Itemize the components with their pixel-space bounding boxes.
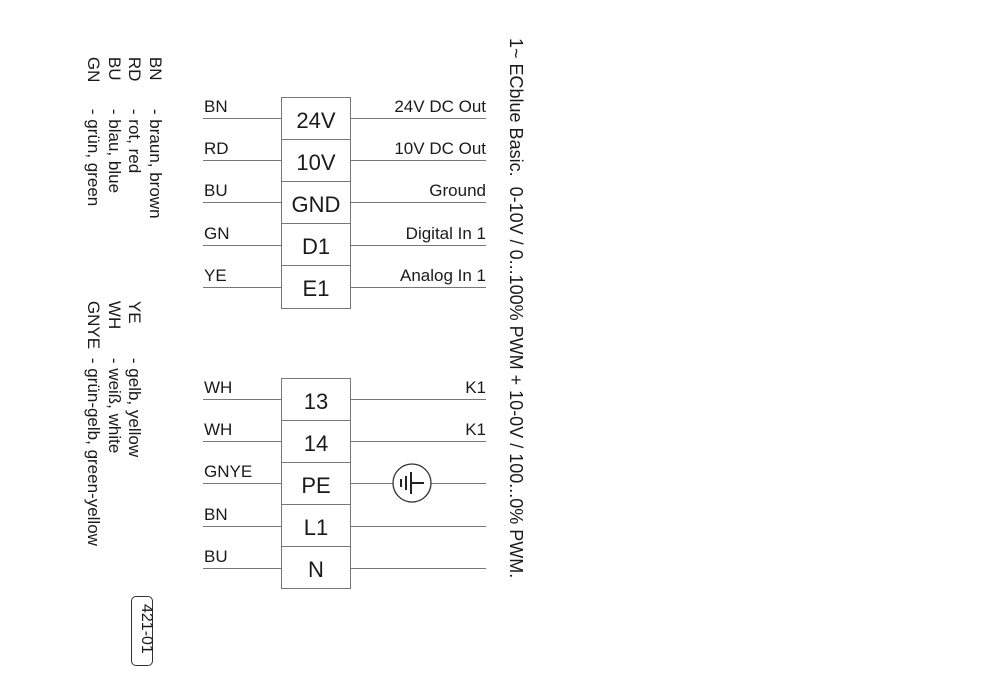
signal-label: K1 [465,420,486,439]
wire-line-left [203,568,281,569]
wire-color-label: GNYE [204,462,253,481]
wire-color-label: RD [204,139,229,158]
wire-line-right [351,568,486,569]
wire-line-right [351,483,393,484]
wire-line-left [203,287,281,288]
wire-color-label: BN [204,505,228,524]
wire-color-label: BU [204,181,228,200]
signal-label: Analog In 1 [399,266,486,285]
control-terminal-block: 24V 10V GND D1 E1 [281,97,351,309]
wire-line-right [351,526,486,527]
drawing-number-badge: 421-01 [131,596,155,666]
wire-color-label: YE [204,266,227,285]
terminal-gnd: GND [282,182,350,224]
wire-color-label: WH [204,378,233,397]
wire-line-left [203,160,281,161]
wire-line-right [351,118,486,119]
wire-line-right [351,287,486,288]
legend-item: GN - grün, green [68,38,119,206]
signal-label: 10V DC Out [394,139,486,158]
legend-desc: - grün, green [84,108,103,207]
wire-line-right [351,399,486,400]
wire-color-label: WH [204,420,233,439]
ground-icon [392,463,432,503]
diagram-title: 1~ ECblue Basic. 0-10V / 0...100% PWM + … [506,38,526,579]
wire-line-left [203,118,281,119]
wire-line-left [203,399,281,400]
terminal-d1: D1 [282,224,350,266]
wire-line-right [351,160,486,161]
terminal-24v: 24V [282,98,350,140]
legend-item: GNYE - grün-gelb, green-yellow [68,282,119,546]
signal-label: K1 [465,378,486,397]
legend-code: GNYE [84,300,103,350]
terminal-pe: PE [282,463,350,505]
terminal-e1: E1 [302,276,330,301]
signal-label: Ground [429,181,486,200]
wire-line-right [351,202,486,203]
wire-line-left [203,483,281,484]
drawing-number: 421-01 [138,604,155,654]
wire-color-label: BU [204,547,228,566]
wire-line-right [431,483,486,484]
wire-color-label: BN [204,97,228,116]
terminal-13: 13 [282,379,350,421]
wire-color-label: GN [204,224,230,243]
legend-desc: - grün-gelb, green-yellow [84,357,103,546]
legend-code: GN [84,56,103,83]
power-terminal-block: 13 14 PE L1 N [281,378,351,589]
terminal-14: 14 [282,421,350,463]
wire-line-right [351,245,486,246]
wire-line-left [203,441,281,442]
terminal-10v: 10V [282,140,350,182]
terminal-n: N [308,557,324,582]
signal-label: 24V DC Out [394,97,486,116]
terminal-l1: L1 [282,505,350,547]
signal-label: Digital In 1 [405,224,486,243]
wire-line-right [351,441,486,442]
wire-line-left [203,526,281,527]
wire-line-left [203,245,281,246]
wire-line-left [203,202,281,203]
